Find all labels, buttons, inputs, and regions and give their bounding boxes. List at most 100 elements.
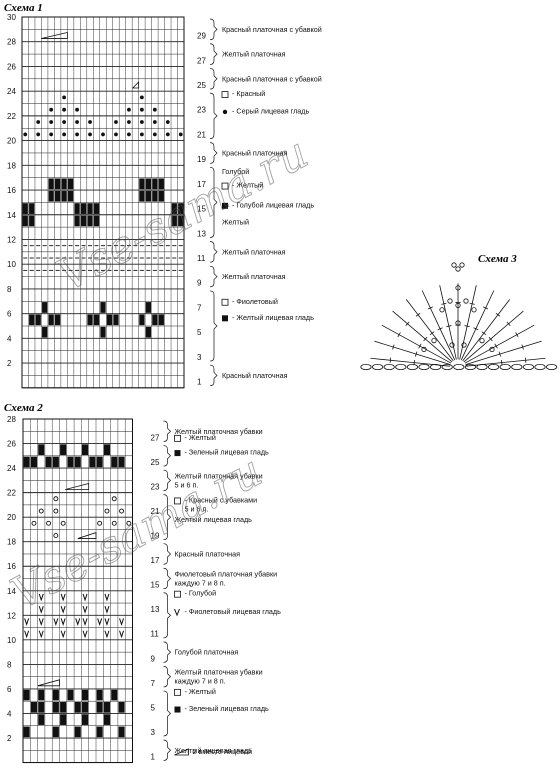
group-bracket — [163, 690, 171, 737]
scheme-2-marks — [23, 444, 132, 738]
filled-square-mark — [38, 702, 45, 713]
filled-square-mark — [29, 215, 35, 227]
filled-square-mark — [80, 203, 87, 214]
group-bracket — [209, 18, 218, 41]
legend-text: - Зеленый лицевая гладь — [185, 448, 270, 457]
left-row-number: 2 — [7, 734, 12, 743]
legend-empty-square — [221, 182, 229, 190]
filled-square-mark — [74, 702, 81, 713]
chain-stitch — [511, 363, 523, 370]
picot-loop — [449, 342, 455, 348]
legend-text: - Голубой — [185, 589, 217, 598]
dot-mark — [139, 132, 144, 137]
group-bracket — [163, 592, 171, 639]
ring-mark — [46, 520, 51, 526]
group-bracket — [163, 641, 171, 663]
chain-stitch — [441, 363, 453, 370]
stitch-crossbar — [427, 306, 433, 310]
right-row-number: 19 — [197, 155, 206, 164]
group-bracket — [163, 445, 171, 467]
legend-empty-square — [221, 91, 229, 99]
chain-stitch — [487, 363, 500, 370]
filled-square-mark — [139, 314, 145, 326]
left-row-number: 26 — [7, 62, 16, 71]
filled-square-mark — [67, 456, 74, 468]
filled-square-mark — [30, 456, 37, 468]
filled-square-mark — [152, 314, 158, 326]
decrease-triangle-mark — [77, 532, 97, 539]
filled-square-mark — [67, 190, 74, 202]
legend-text: - Желтый — [185, 687, 216, 696]
legend-filled-square — [174, 450, 181, 457]
filled-square-mark — [103, 702, 110, 713]
picot-loop — [463, 298, 469, 304]
legend-empty-square — [174, 590, 181, 598]
dot-mark — [62, 95, 67, 100]
picot-loop — [461, 342, 467, 348]
group-bracket — [209, 364, 218, 387]
filled-square-mark — [61, 178, 67, 190]
right-row-number: 9 — [197, 279, 202, 288]
left-row-number: 10 — [7, 260, 16, 269]
v-mark — [119, 630, 125, 639]
filled-square-mark — [52, 689, 59, 701]
v-mark — [60, 606, 66, 614]
double-crochet-stitch — [465, 352, 504, 366]
picot-loop — [455, 266, 461, 272]
group-bracket — [209, 92, 218, 139]
right-row-number: 3 — [197, 353, 202, 362]
filled-square-mark — [100, 302, 106, 313]
legend-filled-square — [174, 706, 181, 713]
filled-square-mark — [22, 215, 28, 227]
dot-mark — [62, 120, 67, 124]
filled-square-mark — [118, 726, 125, 738]
group-note: Желтый платочная убавки — [175, 668, 263, 677]
ring-mark — [38, 508, 44, 514]
filled-square-mark — [139, 178, 145, 190]
group-note: 5 и 6 п. — [175, 480, 199, 489]
right-row-number: 3 — [151, 728, 156, 737]
filled-square-mark — [93, 203, 100, 214]
picot-loop — [439, 307, 445, 313]
stitch-crossbar — [524, 357, 527, 363]
filled-square-mark — [100, 326, 106, 338]
stitch-crossbar — [501, 360, 503, 366]
legend-text: - Красный — [232, 89, 265, 98]
picot-loop — [479, 337, 485, 344]
chain-stitch — [371, 363, 384, 370]
filled-square-mark — [38, 689, 45, 701]
dot-mark — [127, 120, 131, 124]
filled-square-mark — [178, 215, 184, 227]
left-row-number: 30 — [7, 13, 16, 22]
dot-mark — [139, 107, 144, 112]
left-row-number: 6 — [7, 310, 12, 319]
filled-square-mark — [152, 178, 158, 190]
dot-mark — [49, 107, 54, 112]
filled-square-mark — [74, 456, 81, 468]
picot-loop — [489, 346, 495, 352]
ring-mark — [31, 520, 37, 526]
dot-mark — [88, 132, 92, 137]
v-mark — [24, 618, 30, 627]
legend-text: Желтый лицевая гладь — [175, 515, 253, 524]
stitch-crossbar — [498, 351, 502, 357]
group-note: Желтый лицевая гладь — [175, 746, 253, 755]
filled-square-mark — [55, 314, 61, 326]
double-crochet-stitch — [422, 336, 453, 363]
legend-text: - Красный с убавками — [185, 495, 258, 504]
filled-square-mark — [171, 203, 177, 214]
stitch-crossbar — [414, 351, 418, 357]
dot-mark — [152, 107, 157, 112]
filled-square-mark — [158, 190, 164, 202]
scheme-3-crochet-fan — [360, 262, 558, 370]
legend-text: 5 и 6 п. — [185, 504, 209, 513]
group-bracket — [209, 142, 218, 164]
filled-square-mark — [38, 714, 45, 725]
legend-empty-square — [221, 298, 229, 306]
v-mark — [60, 593, 66, 602]
right-row-number: 21 — [151, 507, 160, 516]
double-crochet-stitch — [460, 325, 478, 361]
